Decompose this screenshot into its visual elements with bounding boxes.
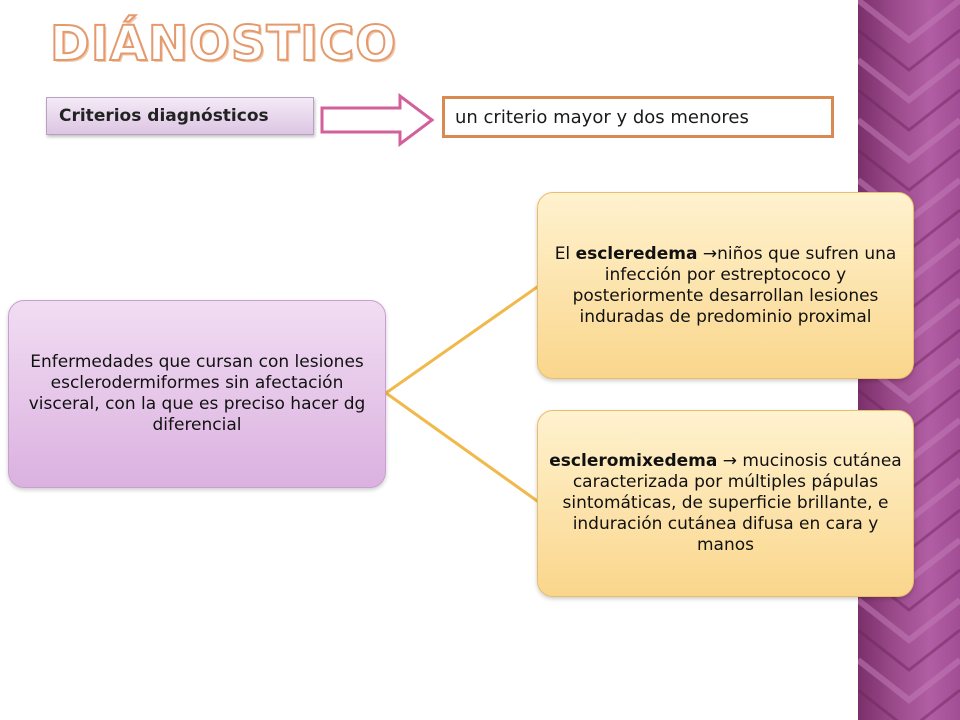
right-arrow-icon — [320, 93, 435, 147]
slide-title: DIÁNOSTICO — [49, 15, 398, 73]
connector-line-bottom — [385, 391, 541, 505]
connector-line-top — [385, 283, 541, 395]
child-term: escleredema — [575, 243, 698, 264]
child-node-text: escleromixedema → mucinosis cutánea cara… — [548, 451, 903, 556]
diagram-child-node-escleredema: El escleredema →niños que sufren una inf… — [537, 192, 914, 379]
criteria-value: un criterio mayor y dos menores — [442, 96, 834, 138]
child-description: mucinosis cutánea caracterizada por múlt… — [562, 451, 902, 555]
arrow-icon: → — [717, 451, 743, 471]
diagram-root-node: Enfermedades que cursan con lesiones esc… — [8, 300, 386, 488]
criteria-label: Criterios diagnósticos — [46, 97, 314, 135]
child-prefix: El — [554, 243, 576, 264]
child-node-text: El escleredema →niños que sufren una inf… — [548, 244, 903, 328]
child-term: escleromixedema — [549, 451, 718, 471]
arrow-icon: → — [697, 243, 718, 264]
diagram-child-node-escleromixedema: escleromixedema → mucinosis cutánea cara… — [537, 410, 914, 597]
child-description: niños que sufren una infección por estre… — [572, 243, 897, 327]
root-node-text: Enfermedades que cursan con lesiones esc… — [28, 352, 366, 435]
